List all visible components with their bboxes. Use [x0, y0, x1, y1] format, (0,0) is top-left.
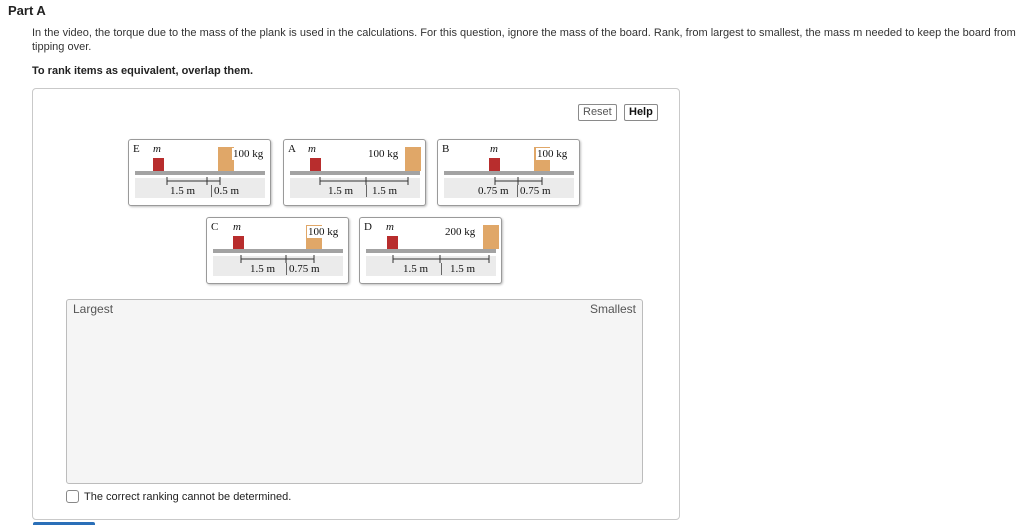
- ranking-card-e[interactable]: E m 100 kg 1.5 m 0.5 m: [128, 139, 271, 206]
- card-label: E: [133, 143, 140, 155]
- mass-symbol: m: [490, 143, 498, 155]
- distance-label-2: 1.5 m: [366, 185, 397, 197]
- weight-label: 100 kg: [536, 148, 569, 160]
- weight-label: 100 kg: [232, 148, 265, 160]
- distance-arrows: [166, 177, 221, 185]
- part-title: Part A: [8, 3, 46, 18]
- ranking-card-d[interactable]: D m 200 kg 1.5 m 1.5 m: [359, 217, 502, 284]
- distance-label-2: 0.5 m: [211, 185, 239, 197]
- help-button[interactable]: Help: [624, 104, 658, 121]
- largest-label: Largest: [73, 302, 114, 316]
- plank: [135, 171, 265, 175]
- mass-symbol: m: [233, 221, 241, 233]
- mass-symbol: m: [153, 143, 161, 155]
- floor: [290, 178, 420, 198]
- weight-label: 200 kg: [444, 226, 477, 238]
- weight-block: [405, 147, 421, 171]
- ranking-card-b[interactable]: B m 100 kg 0.75 m 0.75 m: [437, 139, 580, 206]
- mass-symbol: m: [308, 143, 316, 155]
- weight-block: [218, 147, 234, 171]
- ranking-instruction: To rank items as equivalent, overlap the…: [32, 65, 254, 77]
- cannot-determine-option[interactable]: The correct ranking cannot be determined…: [66, 490, 291, 503]
- unknown-mass-block: [233, 236, 244, 249]
- ranking-card-c[interactable]: C m 100 kg 1.5 m 0.75 m: [206, 217, 349, 284]
- distance-label-1: 1.5 m: [328, 185, 354, 197]
- distance-label-2: 1.5 m: [441, 263, 475, 275]
- distance-label-1: 0.75 m: [478, 185, 509, 197]
- card-label: C: [211, 221, 219, 233]
- submit-button[interactable]: [33, 522, 95, 525]
- unknown-mass-block: [489, 158, 500, 171]
- distance-label-1: 1.5 m: [250, 263, 276, 275]
- distance-label-2: 0.75 m: [286, 263, 320, 275]
- weight-label: 100 kg: [367, 148, 400, 160]
- unknown-mass-block: [310, 158, 321, 171]
- smallest-label: Smallest: [589, 302, 636, 316]
- ranking-drop-area[interactable]: Largest Smallest: [66, 299, 643, 484]
- mass-symbol: m: [386, 221, 394, 233]
- distance-label-1: 1.5 m: [170, 185, 196, 197]
- question-text: In the video, the torque due to the mass…: [32, 27, 1016, 53]
- distance-label-2: 0.75 m: [517, 185, 551, 197]
- cannot-determine-label: The correct ranking cannot be determined…: [84, 490, 292, 503]
- card-label: B: [442, 143, 450, 155]
- distance-arrows: [494, 177, 543, 185]
- plank: [366, 249, 496, 253]
- weight-block: [483, 225, 499, 249]
- unknown-mass-block: [387, 236, 398, 249]
- plank: [213, 249, 343, 253]
- reset-button[interactable]: Reset: [578, 104, 617, 121]
- cannot-determine-checkbox[interactable]: [66, 490, 79, 503]
- ranking-card-a[interactable]: A m 100 kg 1.5 m 1.5 m: [283, 139, 426, 206]
- distance-arrows: [319, 177, 409, 185]
- weight-label: 100 kg: [307, 226, 340, 238]
- unknown-mass-block: [153, 158, 164, 171]
- plank: [290, 171, 420, 175]
- floor: [213, 256, 343, 276]
- card-label: D: [364, 221, 372, 233]
- distance-arrows: [392, 255, 490, 263]
- distance-arrows: [240, 255, 315, 263]
- floor: [366, 256, 496, 276]
- distance-label-1: 1.5 m: [403, 263, 429, 275]
- card-label: A: [288, 143, 296, 155]
- plank: [444, 171, 574, 175]
